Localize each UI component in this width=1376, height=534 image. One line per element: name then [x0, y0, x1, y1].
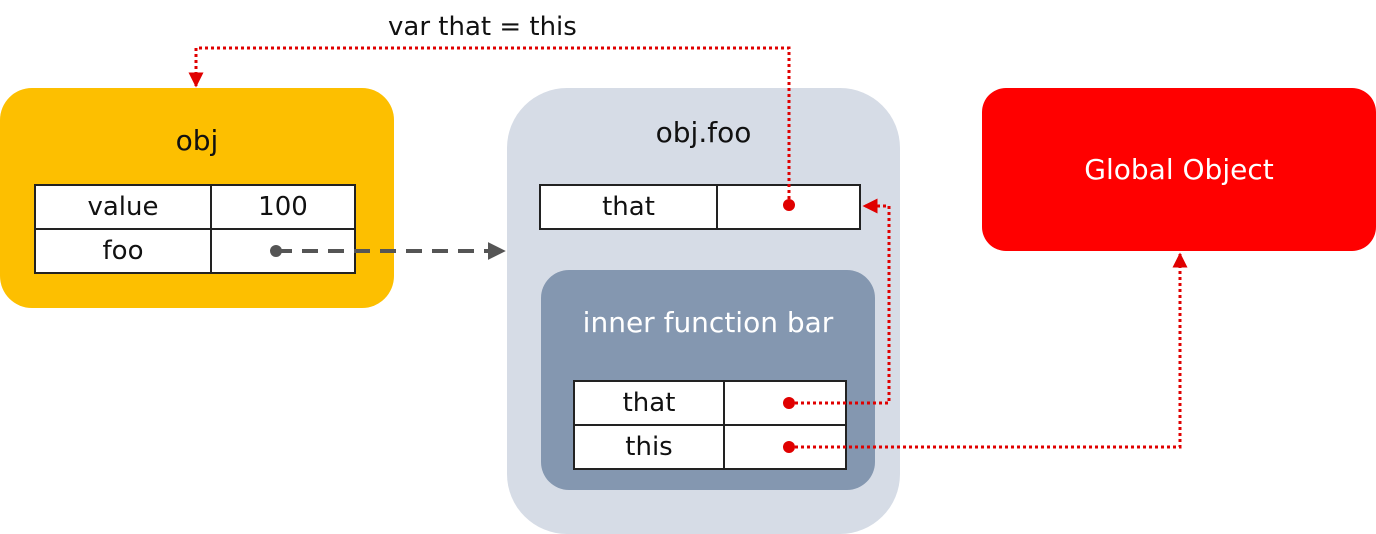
global-object-title: Global Object — [1084, 153, 1274, 186]
obj-table: value 100 foo — [34, 184, 356, 274]
bar-key-this: this — [573, 424, 725, 470]
bar-that-to-foo-that-arrow — [783, 198, 891, 409]
bar-this-to-global-arrow — [783, 252, 1188, 453]
obj-foo-table: that — [539, 184, 861, 230]
table-row: this — [573, 424, 847, 470]
obj-key-value: value — [34, 184, 212, 230]
table-row: foo — [34, 228, 356, 274]
global-object-box: Global Object — [982, 88, 1376, 251]
obj-foo-title: obj.foo — [655, 116, 752, 149]
that-to-obj-arrow — [188, 46, 795, 211]
obj-val-value: 100 — [210, 184, 356, 230]
obj-key-foo: foo — [34, 228, 212, 274]
foo-key-that: that — [539, 184, 718, 230]
bar-key-that: that — [573, 380, 725, 426]
inner-function-bar-title: inner function bar — [582, 306, 834, 339]
obj-title: obj — [175, 124, 219, 157]
table-row: value 100 — [34, 184, 356, 230]
foo-pointer-arrow — [270, 242, 506, 260]
var-that-label: var that = this — [388, 12, 577, 42]
